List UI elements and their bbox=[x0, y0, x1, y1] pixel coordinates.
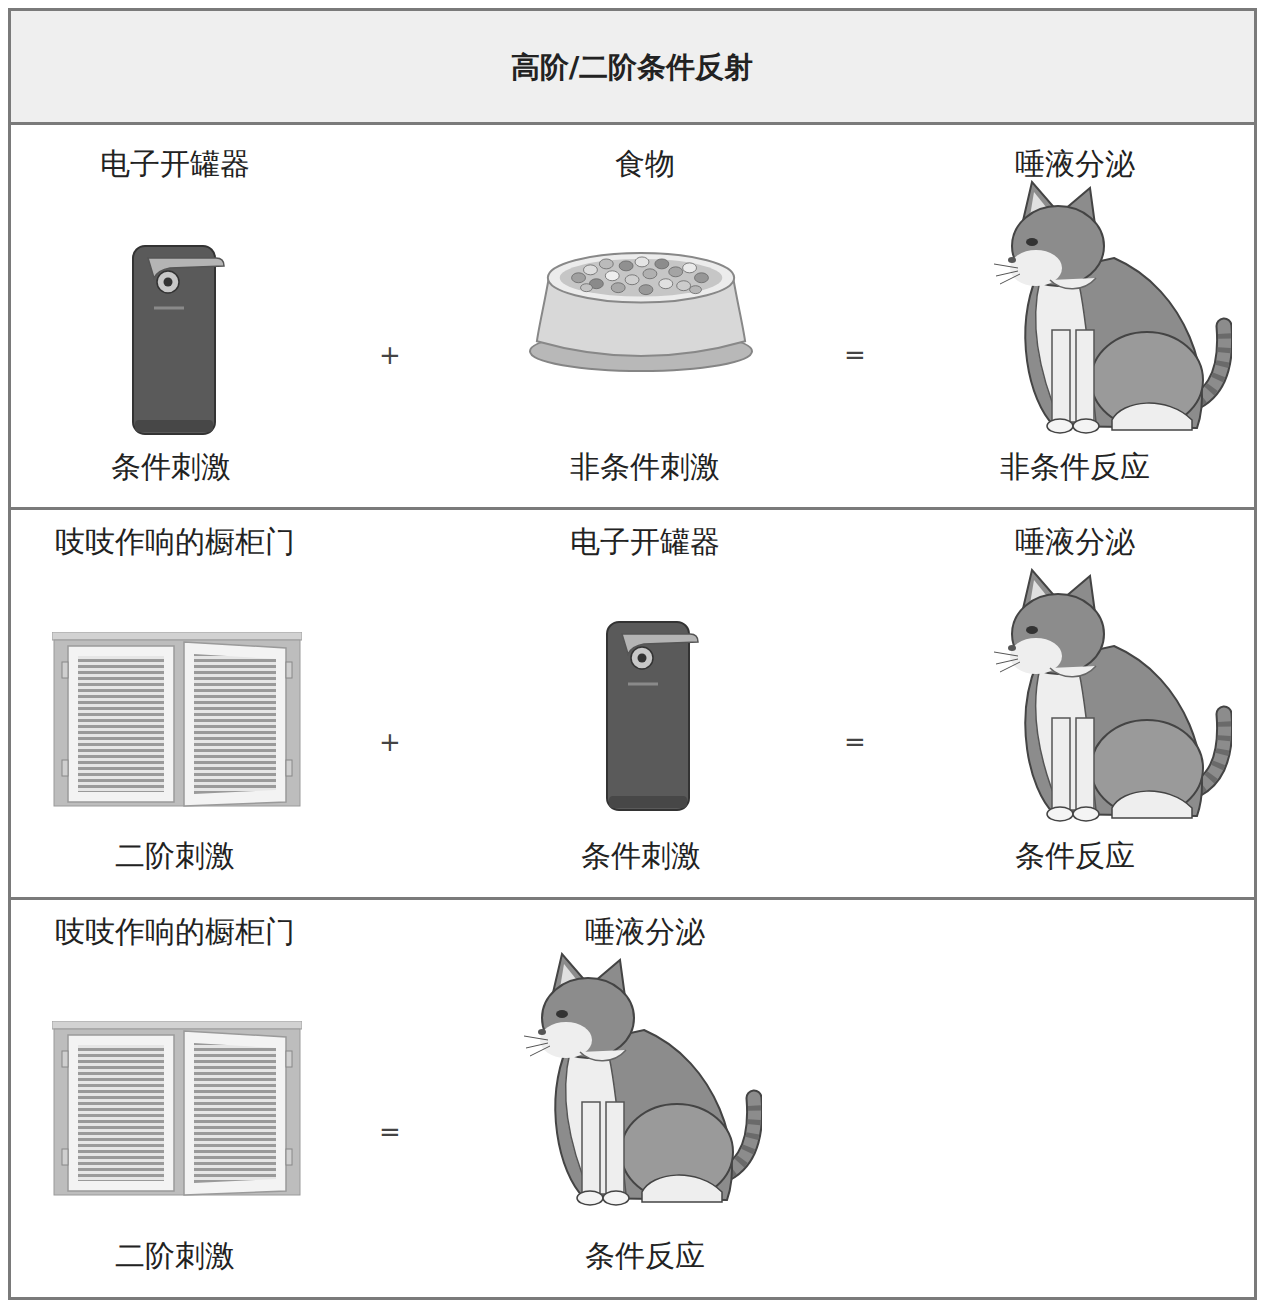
cat-figure bbox=[524, 954, 755, 1205]
stage-label: 唾液分泌 bbox=[1015, 525, 1135, 558]
stage-label: 食物 bbox=[615, 147, 675, 180]
stage-label: 非条件反应 bbox=[1000, 450, 1150, 483]
cabinet-figure bbox=[52, 1021, 302, 1195]
stage-label: 二阶刺激 bbox=[115, 839, 235, 872]
title-text: 高阶/二阶条件反射 bbox=[511, 48, 754, 88]
stage-label: 吱吱作响的橱柜门 bbox=[55, 915, 295, 948]
operator-sign: = bbox=[844, 728, 866, 757]
can-opener bbox=[133, 246, 224, 434]
stage-label: 条件反应 bbox=[1015, 839, 1135, 872]
can-opener bbox=[607, 622, 698, 810]
stage-label: 条件反应 bbox=[585, 1239, 705, 1272]
stage-label: 条件刺激 bbox=[581, 839, 701, 872]
stage-label: 条件刺激 bbox=[111, 450, 231, 483]
stage-label: 电子开罐器 bbox=[570, 525, 720, 558]
cabinet-figure bbox=[52, 632, 302, 806]
stage-row: 吱吱作响的橱柜门 唾液分泌 = 二阶刺激 条件反应 bbox=[8, 897, 1257, 1300]
cat-figure bbox=[994, 570, 1225, 821]
stage-row: 吱吱作响的橱柜门 电子开罐器 唾液分泌 + = 二阶刺激 条件刺激 条件反应 bbox=[8, 507, 1257, 897]
food-bowl bbox=[530, 253, 752, 371]
stage-label: 吱吱作响的橱柜门 bbox=[55, 525, 295, 558]
stage-row: 电子开罐器 食物 唾液分泌 + = 条件刺激 非条件刺激 非条件反应 bbox=[8, 122, 1257, 507]
stage-label: 二阶刺激 bbox=[115, 1239, 235, 1272]
stage-label: 唾液分泌 bbox=[1015, 147, 1135, 180]
cat-figure bbox=[994, 182, 1225, 433]
operator-sign: + bbox=[379, 728, 401, 757]
operator-sign: + bbox=[379, 341, 401, 370]
stage-label: 非条件刺激 bbox=[570, 450, 720, 483]
operator-sign: = bbox=[379, 1118, 401, 1147]
operator-sign: = bbox=[844, 341, 866, 370]
stage-label: 电子开罐器 bbox=[100, 147, 250, 180]
stage-label: 唾液分泌 bbox=[585, 915, 705, 948]
